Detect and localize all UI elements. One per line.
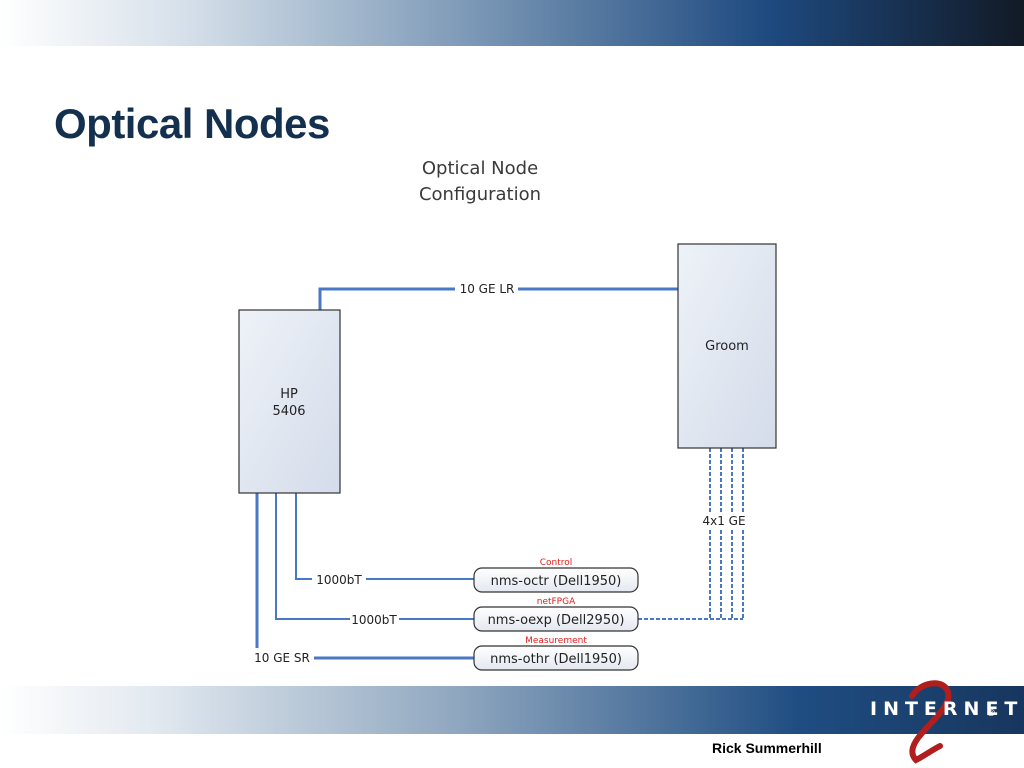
hp-label-line1: HP (280, 387, 298, 402)
diagram-title-line1: Optical Node (421, 158, 539, 179)
link-hp-oexp (275, 492, 350, 620)
server-nms-oexp-label: nms-oexp (Dell2950) (488, 613, 625, 628)
link-hp-octr (295, 492, 312, 580)
links (255, 287, 678, 660)
role-label-measurement: Measurement (525, 636, 587, 646)
logo-mark-text: 2 (860, 676, 861, 677)
link-label-1000bt-2: 1000bT (351, 613, 397, 627)
diagram-title: Optical Node Configuration (380, 156, 580, 208)
slide-title: Optical Nodes (54, 100, 330, 147)
registered-mark: ® (986, 708, 996, 719)
internet2-logo-text: INTERNET (870, 698, 1024, 720)
diagram-title-line2: Configuration (418, 184, 542, 205)
server-nms-othr: nms-othr (Dell1950) (473, 645, 639, 671)
link-hp-groom (318, 287, 455, 310)
hp-label-line2: 5406 (272, 404, 305, 419)
header-gradient-band (0, 0, 1024, 46)
link-label-10ge-sr: 10 GE SR (254, 651, 310, 665)
link-label-4x1ge: 4x1 GE (702, 514, 745, 528)
role-label-control: Control (540, 558, 573, 568)
link-label-1000bt-1: 1000bT (316, 573, 362, 587)
hp-switch-node: HP 5406 (238, 309, 341, 494)
footer-gradient-band (0, 686, 1024, 734)
groom-node: Groom (677, 243, 777, 449)
link-label-10ge-lr: 10 GE LR (460, 282, 515, 296)
author-name: Rick Summerhill (712, 740, 822, 756)
server-nms-oexp: nms-oexp (Dell2950) (473, 606, 639, 632)
internet2-logo-mark: 2 (860, 676, 952, 764)
server-nms-octr: nms-octr (Dell1950) (473, 567, 639, 593)
groom-bundle (638, 448, 744, 620)
server-nms-octr-label: nms-octr (Dell1950) (491, 574, 622, 589)
role-label-netfpga: netFPGA (537, 597, 576, 607)
server-nms-othr-label: nms-othr (Dell1950) (490, 652, 622, 667)
groom-label: Groom (705, 339, 749, 354)
